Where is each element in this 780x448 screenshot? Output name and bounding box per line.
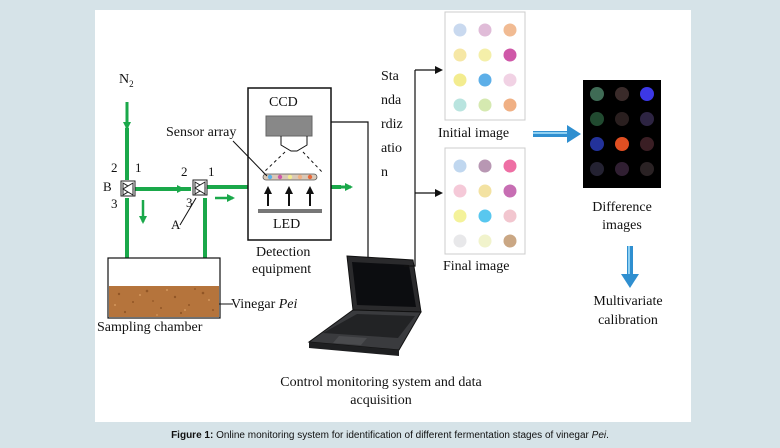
svg-text:n: n [381, 165, 388, 180]
final-dot-7 [453, 209, 467, 223]
difference-dot-11 [615, 162, 629, 176]
final-dot-10 [453, 234, 467, 248]
final-dot-12 [503, 234, 517, 248]
sampling-chamber [107, 257, 221, 319]
svg-text:rdiz: rdiz [381, 117, 403, 132]
valve-b-label: B [103, 179, 112, 194]
system-diagram: N2 2 1 B 3 2 1 3 A [97, 11, 663, 408]
final-dot-6 [503, 184, 517, 198]
initial-dot-1 [453, 23, 467, 37]
initial-dot-11 [478, 98, 492, 112]
final-dot-4 [453, 184, 467, 198]
detection-equipment: CCD LED [247, 87, 332, 241]
final-dot-5 [478, 184, 492, 198]
final-dot-9 [503, 209, 517, 223]
final-dot-1 [453, 159, 467, 173]
difference-dot-7 [590, 137, 604, 151]
initial-dot-4 [453, 48, 467, 62]
difference-dot-12 [640, 162, 654, 176]
sampling-chamber-label: Sampling chamber [97, 320, 203, 335]
difference-image-dots [590, 87, 654, 176]
n2-label: N2 [119, 72, 134, 89]
multivariate-label-line1: Multivariate [593, 294, 662, 309]
difference-dot-3 [640, 87, 654, 101]
ccd-label: CCD [269, 95, 298, 110]
port-b1-label: 1 [135, 160, 142, 175]
initial-dot-10 [453, 98, 467, 112]
initial-dot-3 [503, 23, 517, 37]
difference-dot-4 [590, 112, 604, 126]
figure-caption: Figure 1: Online monitoring system for i… [171, 430, 609, 441]
led-label: LED [273, 217, 300, 232]
difference-dot-5 [615, 112, 629, 126]
initial-dot-5 [478, 48, 492, 62]
laptop-to-standardization-line [404, 70, 416, 267]
difference-dot-10 [590, 162, 604, 176]
initial-image-label: Initial image [438, 126, 509, 141]
control-label-line1: Control monitoring system and data [280, 375, 482, 390]
port-a1-label: 1 [208, 164, 215, 179]
standardization-label: Sta nda rdiz atio n [381, 69, 403, 180]
svg-text:nda: nda [381, 93, 402, 108]
detection-label-line1: Detection [256, 245, 310, 260]
difference-dot-1 [590, 87, 604, 101]
ccd-camera-icon [265, 115, 313, 137]
initial-dot-7 [453, 73, 467, 87]
svg-text:atio: atio [381, 141, 402, 156]
initial-image-dots [453, 23, 517, 112]
difference-dot-8 [615, 137, 629, 151]
port-b3-label: 3 [111, 196, 118, 211]
final-dot-11 [478, 234, 492, 248]
difference-dot-6 [640, 112, 654, 126]
port-b2-label: 2 [111, 160, 118, 175]
difference-label-line2: images [602, 218, 642, 233]
valve-b-icon [120, 180, 136, 197]
initial-dot-9 [503, 73, 517, 87]
vinegar-pei-sample [109, 286, 219, 317]
blue-arrow-down-icon [621, 246, 639, 288]
initial-dot-2 [478, 23, 492, 37]
sensor-array-label: Sensor array [166, 125, 236, 140]
ccd-lens-icon [280, 136, 308, 152]
laptop-icon [307, 255, 422, 356]
control-label-line2: acquisition [350, 393, 411, 408]
initial-dot-12 [503, 98, 517, 112]
final-image-label: Final image [443, 259, 510, 274]
multivariate-label-line2: calibration [598, 313, 658, 328]
initial-dot-8 [478, 73, 492, 87]
valve-a-icon [192, 179, 208, 196]
valve-a-pointer [179, 197, 197, 226]
sensor-array-dots [267, 174, 313, 180]
blue-arrow-right-icon [533, 125, 581, 143]
valve-a-label: A [171, 217, 181, 232]
figure-panel: N2 2 1 B 3 2 1 3 A [95, 10, 691, 422]
led-bar [258, 209, 322, 213]
vinegar-pei-label: Vinegar Pei [231, 297, 298, 312]
final-image-dots [453, 159, 517, 248]
port-a3-label: 3 [186, 195, 193, 210]
detection-label-line2: equipment [252, 262, 311, 277]
final-dot-3 [503, 159, 517, 173]
detection-cable [331, 121, 369, 258]
difference-dot-2 [615, 87, 629, 101]
initial-dot-6 [503, 48, 517, 62]
difference-dot-9 [640, 137, 654, 151]
final-dot-8 [478, 209, 492, 223]
final-dot-2 [478, 159, 492, 173]
svg-text:Sta: Sta [381, 69, 400, 84]
port-a2-label: 2 [181, 164, 188, 179]
sensor-array-pointer [232, 140, 268, 177]
difference-label-line1: Difference [592, 200, 652, 215]
